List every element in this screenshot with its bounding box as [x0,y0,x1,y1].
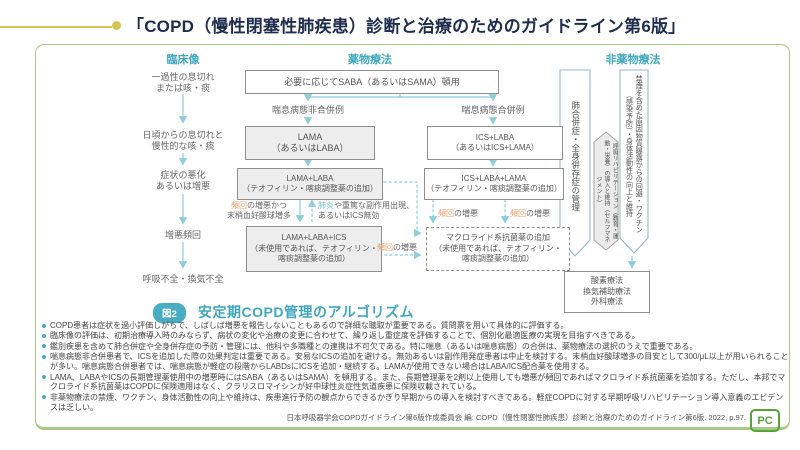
box-saba: 必要に応じてSABA（あるいはSAMA）頓用 [245,70,499,94]
note-bullet-icon [42,375,46,380]
clinical-stage-1: 一過性の息切れ または咳・痰 [151,72,215,93]
title-accent-line [0,26,112,28]
note-bullet-icon [42,354,46,359]
banner-smoking-text: 禁煙を含めた原因物質曝露からの回避・ワクチン（感染予防）・身体活動性の向上と維持 [625,74,645,234]
clinical-stage-2: 日頃からの息切れと 慢性的な咳・痰 [142,130,224,151]
banner-smoking-shape [619,69,649,254]
label-frequent-exacerbation-2: 頻回の増悪 [510,209,550,218]
note-bullet-icon [42,323,46,328]
banner-rehab-text: 呼吸リハビリテーション（教育・運動・栄養）の導入と維持（セルフマネジメント） [594,140,618,242]
banner-rehab-shape [593,131,619,251]
citation: 日本呼吸器学会COPDガイドライン第6版作成委員会 編: COPD（慢性閉塞性肺… [286,413,746,422]
content-frame [35,44,790,430]
pc-logo: PC [750,409,780,432]
banner-comorbidity-shape [559,69,591,257]
banner-comorbidity-text: 肺合併症・全身併存症の管理 [570,100,581,212]
box-ics-laba-lama: ICS+LABA+LAMA （テオフィリン・喀痰調整薬の追加） [424,168,564,200]
box-macrolide: マクロライド系抗菌薬の追加 （未使用であれば、テオフィリン・ 喀痰調整薬の追加） [426,227,570,271]
note-bullet-icon [42,395,46,400]
box-therapies: 酸素療法 換気補助療法 外科療法 [564,271,650,313]
label-frequent-exacerbation-eosinophilia: 頻回の増悪かつ 末梢血好酸球増多 [227,201,291,220]
note-bullet-icon [42,344,46,349]
branch-label-no-asthma: 喘息病態非合併例 [271,105,344,115]
column-header-pharma: 薬物療法 [348,54,392,66]
footnote-item: COPD患者は症状を過小評価しがちで、しばしば増悪を報告しないこともあるので詳細… [42,321,790,331]
label-pneumonia-ics-ineffective: 肺炎や重篤な副作用出現、 あるいはICS無効 [318,201,414,220]
nonpharma-banners [559,69,649,269]
footnote-item: 非薬物療法の禁煙、ワクチン、身体活動性の向上や維持は、疾患進行予防の観点からでき… [42,393,790,413]
box-ics-laba: ICS+LABA （あるいはICS+LAMA） [427,126,563,160]
footnotes: COPD患者は症状を過小評価しがちで、しばしば増悪を報告しないこともあるので詳細… [42,321,790,413]
figure-caption: 安定期COPD管理のアルゴリズム [198,304,415,320]
page-title: 「COPD（慢性閉塞性肺疾患）診断と治療のためのガイドライン第6版」 [127,17,686,36]
footnote-item: 喘息病態非合併患者で、ICSを追加した際の効果判定は重要である。安易なICSの追… [42,352,790,372]
clinical-stage-3: 症状の悪化 あるいは増悪 [155,170,210,191]
box-lama-laba: LAMA+LABA （テオフィリン・喀痰調整薬の追加） [237,168,383,200]
label-frequent-exacerbation-1: 頻回の増悪 [438,209,478,218]
figure-number-badge: 図2 [153,303,186,323]
label-frequent-exacerbation-3: 頻回の増悪 [377,243,417,252]
box-lama: LAMA （あるいはLABA） [245,126,375,160]
footnote-item: LAMA、LABAやICSの長期管理薬使用中の増悪時にはSABA（あるいはSAM… [42,373,790,393]
clinical-stage-4: 増悪頻回 [164,230,201,240]
note-bullet-icon [42,334,46,338]
branch-label-asthma: 喘息病態合併例 [461,105,525,115]
box-lama-laba-ics: LAMA+LABA+ICS （未使用であれば、テオフィリン・ 喀痰調整薬の追加） [246,226,382,272]
footnote-item: 鑑別疾患を含めて肺合併症や全身併存症の予防・管理には、他科や多職種との連携は不可… [42,342,790,352]
title-bullet-icon [112,21,121,30]
column-header-nonpharma: 非薬物療法 [605,54,661,66]
column-header-clinical: 臨床像 [166,54,200,66]
clinical-stage-5: 呼吸不全・換気不全 [142,274,224,284]
footnote-item: 臨床像の評価は、初期治療導入時のみならず、病状の変化や治療の変更に合わせて、繰り… [42,331,790,341]
